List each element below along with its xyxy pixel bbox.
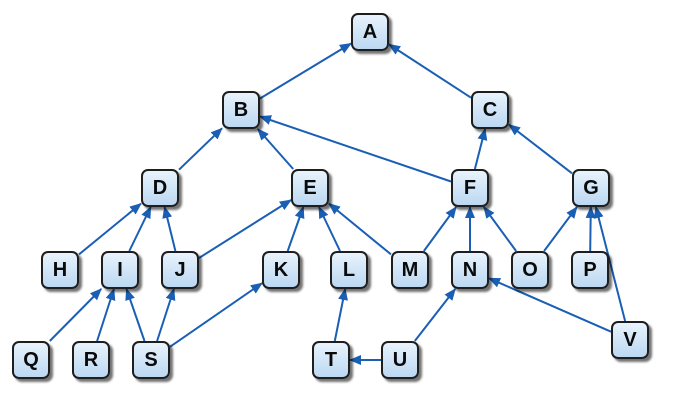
- node-r[interactable]: R: [72, 341, 110, 379]
- edge-o-to-f: [483, 206, 517, 252]
- node-n[interactable]: N: [451, 251, 489, 289]
- edge-d-to-b: [178, 127, 223, 171]
- node-h[interactable]: H: [41, 251, 79, 289]
- edge-l-to-e: [318, 206, 341, 252]
- edge-h-to-d: [78, 202, 142, 256]
- node-s[interactable]: S: [132, 341, 170, 379]
- node-l[interactable]: L: [330, 251, 368, 289]
- node-q[interactable]: Q: [12, 341, 50, 379]
- edge-u-to-n: [414, 288, 456, 342]
- node-b[interactable]: B: [222, 91, 260, 129]
- edge-s-to-i: [125, 288, 146, 342]
- edge-f-to-c: [473, 128, 488, 170]
- edge-p-to-g: [585, 206, 596, 252]
- edge-o-to-g: [543, 206, 578, 252]
- node-v[interactable]: V: [611, 321, 649, 359]
- node-k[interactable]: K: [262, 251, 300, 289]
- node-a[interactable]: A: [351, 13, 389, 51]
- node-g[interactable]: G: [572, 169, 610, 207]
- edge-m-to-f: [423, 206, 457, 252]
- node-t[interactable]: T: [312, 341, 350, 379]
- edge-e-to-b: [257, 128, 294, 170]
- node-p[interactable]: P: [571, 251, 609, 289]
- edge-s-to-j: [156, 288, 176, 342]
- edge-r-to-i: [96, 288, 116, 342]
- node-c[interactable]: C: [471, 91, 509, 129]
- node-i[interactable]: I: [101, 251, 139, 289]
- edge-k-to-e: [286, 206, 305, 252]
- edge-f-to-b: [259, 115, 452, 183]
- node-j[interactable]: J: [161, 251, 199, 289]
- node-f[interactable]: F: [451, 169, 489, 207]
- edge-j-to-d: [162, 206, 177, 252]
- node-e[interactable]: E: [291, 169, 329, 207]
- node-o[interactable]: O: [511, 251, 549, 289]
- node-m[interactable]: M: [391, 251, 429, 289]
- edge-s-to-k: [169, 282, 263, 348]
- edge-t-to-l: [333, 288, 348, 342]
- edge-g-to-c: [508, 123, 573, 175]
- edge-v-to-g: [593, 206, 627, 322]
- node-d[interactable]: D: [141, 169, 179, 207]
- edge-v-to-n: [488, 277, 612, 333]
- edge-j-to-e: [198, 199, 292, 259]
- edge-m-to-e: [328, 202, 392, 256]
- edge-i-to-d: [128, 206, 152, 252]
- edge-q-to-i: [49, 288, 102, 342]
- edge-c-to-a: [388, 43, 472, 99]
- node-u[interactable]: U: [381, 341, 419, 379]
- edge-b-to-a: [259, 42, 352, 100]
